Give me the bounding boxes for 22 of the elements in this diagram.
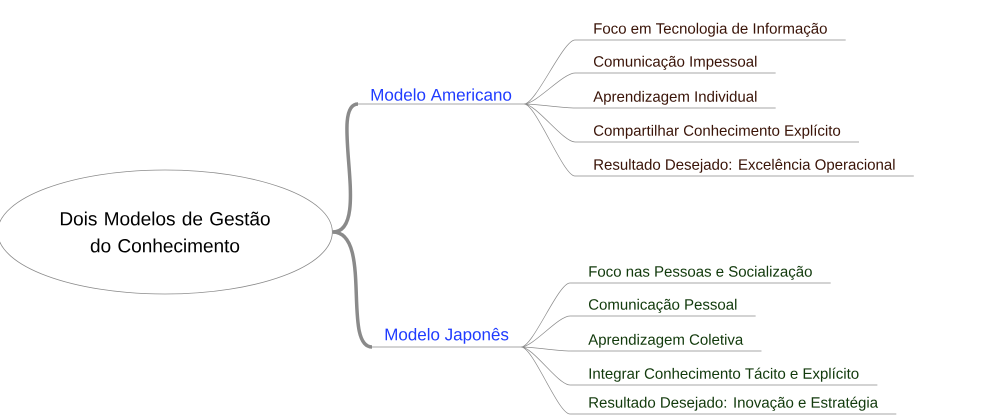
- subtopic: Aprendizagem Individual: [574, 90, 776, 108]
- subtopic: Integrar Conhecimento Tácito e Explícito: [570, 368, 878, 386]
- subtopic: Resultado Desejado: Inovação e Estratégia: [570, 396, 897, 414]
- connector: [524, 104, 576, 108]
- subtopic: Aprendizagem Coletiva: [570, 334, 762, 352]
- subtopic: Comunicação Impessoal: [574, 56, 776, 74]
- connector: [524, 104, 576, 142]
- subtopic: Foco em Tecnologia de Informação: [574, 22, 846, 40]
- connector: [524, 104, 576, 176]
- subtopic: Resultado Desejado: Excelência Operacional: [574, 158, 914, 176]
- subtopic: Comunicação Pessoal: [570, 298, 756, 316]
- connector: [520, 282, 570, 348]
- connector: [524, 72, 576, 104]
- subtopic: Compartilhar Conhecimento Explícito: [574, 124, 860, 142]
- connector: [520, 346, 570, 352]
- branch-topic: Modelo Japonês: [372, 328, 522, 348]
- connector: [520, 316, 570, 348]
- subtopic: Foco nas Pessoas e Socialização: [570, 266, 832, 284]
- connector: [520, 346, 570, 414]
- branch-topic: Modelo Americano: [358, 88, 524, 104]
- connector: [520, 346, 570, 386]
- connector: [524, 40, 576, 104]
